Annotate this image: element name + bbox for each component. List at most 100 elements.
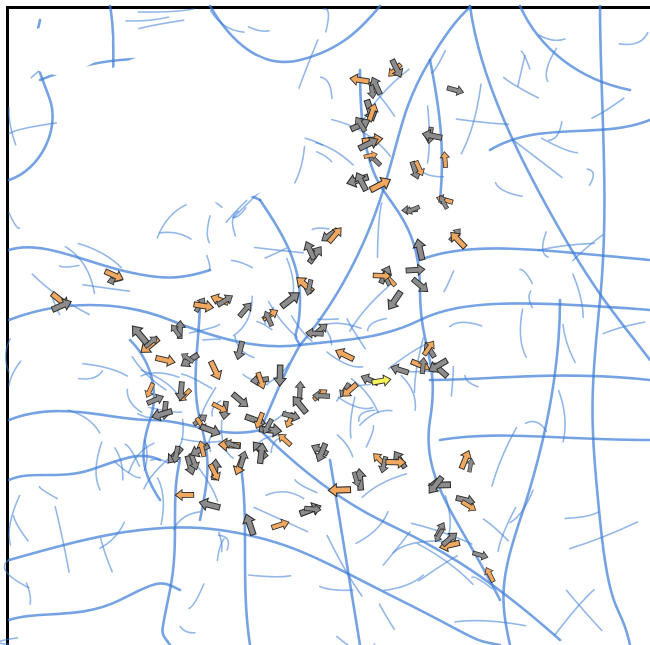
street [159, 231, 192, 240]
street [99, 521, 126, 549]
vehicle-arrow-icon [262, 417, 275, 435]
street [540, 137, 579, 154]
vehicle-arrow-icon [471, 550, 489, 561]
vehicle-arrow-icon [421, 340, 435, 357]
vehicle-arrow-icon [233, 340, 246, 361]
street [361, 68, 410, 124]
street [572, 273, 584, 319]
street [77, 370, 104, 380]
major-road [438, 434, 650, 442]
street [511, 138, 563, 179]
vehicle-arrow-icon [413, 159, 425, 177]
street [365, 424, 375, 448]
street [290, 315, 313, 342]
vehicle-arrow-icon [405, 204, 421, 215]
street [602, 321, 646, 335]
street [326, 534, 363, 597]
street [231, 210, 239, 237]
highlighted-vehicle-arrow-icon [371, 374, 392, 387]
street [265, 490, 305, 500]
vehicle-arrow-icon [466, 458, 476, 473]
major-road [238, 458, 252, 645]
street [322, 8, 330, 33]
street [565, 589, 603, 632]
street [520, 50, 531, 70]
street [586, 168, 595, 187]
vehicle-arrow-icon [312, 390, 330, 402]
vehicle-arrow-icon [215, 294, 234, 308]
street [618, 31, 649, 46]
street [253, 246, 305, 254]
vehicle-arrow-icon [272, 364, 288, 387]
vehicle-arrow-icon [446, 85, 465, 97]
vehicle-arrow-icon [279, 292, 300, 310]
street [443, 270, 455, 293]
street [216, 538, 225, 562]
vehicle-arrow-icon [270, 518, 290, 531]
vehicle-arrow-icon [326, 227, 342, 245]
vehicle-arrow-icon [303, 278, 315, 297]
street [206, 215, 211, 244]
vehicle-arrow-icon [387, 289, 404, 310]
vehicle-arrow-icon [278, 433, 293, 448]
vehicle-arrow-icon [428, 357, 449, 373]
vehicle-arrow-icon [357, 136, 379, 152]
street [361, 473, 408, 499]
major-road [418, 247, 650, 262]
street [416, 542, 474, 586]
vehicle-arrow-icon [255, 371, 267, 390]
street [188, 323, 221, 334]
street [264, 247, 287, 259]
street [564, 511, 600, 520]
street [494, 181, 523, 198]
road-network [0, 4, 650, 645]
vehicle-arrow-icon [145, 393, 165, 406]
vehicle-arrow-icon [334, 347, 356, 363]
major-road [428, 374, 650, 382]
street [8, 122, 58, 135]
vehicle-arrow-icon [188, 452, 200, 471]
street [382, 574, 425, 592]
street [450, 365, 455, 397]
street [455, 118, 510, 126]
vehicle-arrow-icon [410, 276, 429, 292]
vehicle-arrow-icon [151, 408, 174, 422]
street [591, 97, 625, 119]
street [8, 360, 22, 387]
street [179, 625, 196, 634]
street [38, 485, 58, 500]
street [8, 494, 21, 546]
lake-area [19, 21, 112, 75]
street [156, 204, 187, 239]
street [349, 396, 356, 439]
major-road [161, 458, 182, 645]
street [173, 511, 201, 531]
major-road [208, 4, 382, 64]
street [137, 8, 195, 13]
street [538, 34, 566, 42]
vehicle-arrow-icon [484, 567, 496, 584]
vehicle-arrow-icon [439, 151, 451, 169]
vehicle-arrow-icon [349, 73, 371, 87]
street [545, 47, 558, 83]
street [336, 434, 354, 458]
street [82, 362, 128, 377]
street [337, 396, 374, 410]
street [100, 538, 113, 573]
street [491, 426, 518, 487]
street [247, 26, 270, 32]
vehicle-arrow-icon [372, 269, 392, 282]
street [316, 151, 333, 163]
street [128, 442, 155, 474]
vehicle-arrow-icon [440, 532, 458, 548]
vehicle-arrow-icon [211, 401, 228, 414]
street [331, 118, 392, 158]
street [201, 338, 222, 341]
street [208, 434, 215, 453]
vehicle-arrow-icon [242, 513, 257, 537]
vehicle-arrow-icon [281, 410, 301, 423]
street [82, 284, 131, 292]
major-road [428, 58, 444, 202]
vehicle-arrow-icon [405, 263, 426, 277]
